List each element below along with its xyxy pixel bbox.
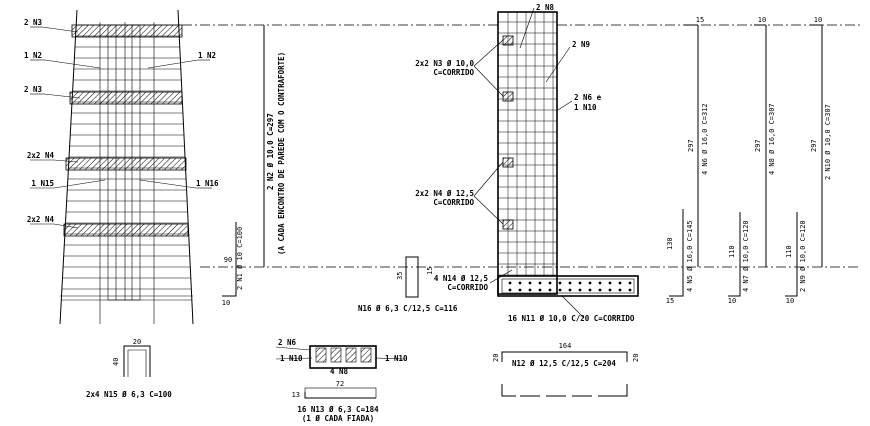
- n16-label: N16 Ø 6,3 C/12,5 C=116: [358, 304, 458, 313]
- cf-label-n11: 16 N11 Ø 10,0 C/20 C=CORRIDO: [508, 314, 635, 323]
- n13-label-1: 16 N13 Ø 6,3 C=184: [297, 405, 379, 414]
- n1-dim-bottom: 10: [222, 299, 230, 307]
- hatch-course-3: [65, 157, 187, 171]
- label-n2-left: 1 N2: [24, 51, 42, 60]
- cf-label-n3-2: C=CORRIDO: [433, 68, 474, 77]
- counterfort-elevation: 2 N8 2 N9 2 N6 e 1 N10 2x2 N3 Ø 10,0 C=C…: [415, 3, 639, 323]
- detail-section: 2 N6 1 N10 1 N10 4 N8 72 13 16 N13 Ø 6,3…: [275, 338, 408, 423]
- sec-label-n6: 2 N6: [278, 338, 297, 347]
- bar-n2: 2 N2 Ø 10,0 C=297 (A CADA ENCONTRO DE PA…: [263, 25, 286, 267]
- n1-label: 2 N1 Ø 10 C=100: [236, 227, 244, 290]
- bar-n1: 90 2 N1 Ø 10 C=100 10: [222, 222, 244, 307]
- sec-label-n10-left: 1 N10: [280, 354, 303, 363]
- n6-dim-top: 15: [696, 16, 704, 24]
- n2-note: (A CADA ENCONTRO DE PAREDE COM O CONTRAF…: [277, 52, 286, 255]
- hatch-course-4: [63, 223, 189, 237]
- n6-dim-mid: 297: [687, 139, 695, 152]
- wall-elevation: 2 N3 1 N2 1 N2 2 N3 2x2 N4 1 N15 1 N16 2…: [24, 9, 219, 325]
- n5-dim: 130: [666, 237, 674, 250]
- bar-n12: 164 20 20 N12 Ø 12,5 C/12,5 C=204: [492, 342, 640, 397]
- label-n4-lower: 2x2 N4: [27, 215, 55, 224]
- n8-dim-top: 10: [758, 16, 766, 24]
- n16-dim-h: 35: [396, 272, 404, 280]
- cf-label-n14-2: C=CORRIDO: [447, 283, 488, 292]
- n9-dim: 110: [785, 245, 793, 258]
- detail-n15: 20 40 2x4 N15 Ø 6,3 C=100: [86, 338, 172, 399]
- cf-label-n4-2: C=CORRIDO: [433, 198, 474, 207]
- label-n16: 1 N16: [196, 179, 219, 188]
- n2-label: 2 N2 Ø 10,0 C=297: [266, 113, 275, 190]
- n5-dim-bottom: 15: [666, 297, 674, 305]
- cf-label-n3-1: 2x2 N3 Ø 10,0: [415, 59, 474, 68]
- hatch-course-2: [69, 91, 183, 105]
- n5-label: 4 N5 Ø 16,0 C=145: [686, 220, 694, 292]
- label-n2-right: 1 N2: [198, 51, 216, 60]
- n12-dim-right: 20: [632, 354, 640, 362]
- n8-label: 4 N8 Ø 16,0 C=307: [768, 103, 776, 175]
- label-n3-top: 2 N3: [24, 18, 43, 27]
- label-n3-mid: 2 N3: [24, 85, 43, 94]
- n15-dim-w: 20: [133, 338, 141, 346]
- n9-label: 2 N9 Ø 10,0 C=120: [799, 220, 807, 292]
- n13-dim-w: 72: [336, 380, 344, 388]
- cf-label-n10: 1 N10: [574, 103, 597, 112]
- cf-label-n14-1: 4 N14 Ø 12,5: [434, 274, 488, 283]
- n13-label-2: (1 Ø CADA FIADA): [302, 414, 374, 423]
- n12-label: N12 Ø 12,5 C/12,5 C=204: [512, 359, 616, 368]
- n10-label: 2 N10 Ø 10,0 C=307: [824, 104, 832, 180]
- cf-label-n4-1: 2x2 N4 Ø 12,5: [415, 189, 474, 198]
- n12-dim-left: 20: [492, 354, 500, 362]
- bar-n7-n8: 10 297 4 N8 Ø 16,0 C=307 110 4 N7 Ø 10,0…: [728, 16, 776, 305]
- n16-dim-w: 15: [426, 267, 434, 275]
- n6-label: 4 N6 Ø 16,0 C=312: [701, 103, 709, 175]
- bar-n5-n6: 15 297 4 N6 Ø 16,0 C=312 130 4 N5 Ø 16,0…: [666, 16, 709, 305]
- cf-label-n8: 2 N8: [536, 3, 555, 12]
- label-n4-upper: 2x2 N4: [27, 151, 55, 160]
- sec-label-n8: 4 N8: [330, 367, 349, 376]
- hatch-course-1: [71, 24, 183, 38]
- label-n15: 1 N15: [31, 179, 54, 188]
- n9-dim-bottom: 10: [786, 297, 794, 305]
- n12-dim-w: 164: [559, 342, 572, 350]
- bar-n16: 35 15 N16 Ø 6,3 C/12,5 C=116: [358, 256, 458, 313]
- cf-label-n6: 2 N6 e: [574, 93, 602, 102]
- n7-dim: 110: [728, 245, 736, 258]
- n1-dim-top: 90: [224, 256, 232, 264]
- n7-dim-bottom: 10: [728, 297, 736, 305]
- n7-label: 4 N7 Ø 10,0 C=120: [742, 220, 750, 292]
- sec-label-n10-right: 1 N10: [385, 354, 408, 363]
- n10-dim-top: 10: [814, 16, 822, 24]
- n8-dim-mid: 297: [754, 139, 762, 152]
- n10-dim-mid: 297: [810, 139, 818, 152]
- cf-label-n9: 2 N9: [572, 40, 591, 49]
- bar-n9-n10: 10 297 2 N10 Ø 10,0 C=307 110 2 N9 Ø 10,…: [785, 16, 832, 305]
- n15-dim-h: 40: [112, 358, 120, 366]
- n13-dim-h: 13: [292, 391, 300, 399]
- n15-label: 2x4 N15 Ø 6,3 C=100: [86, 390, 172, 399]
